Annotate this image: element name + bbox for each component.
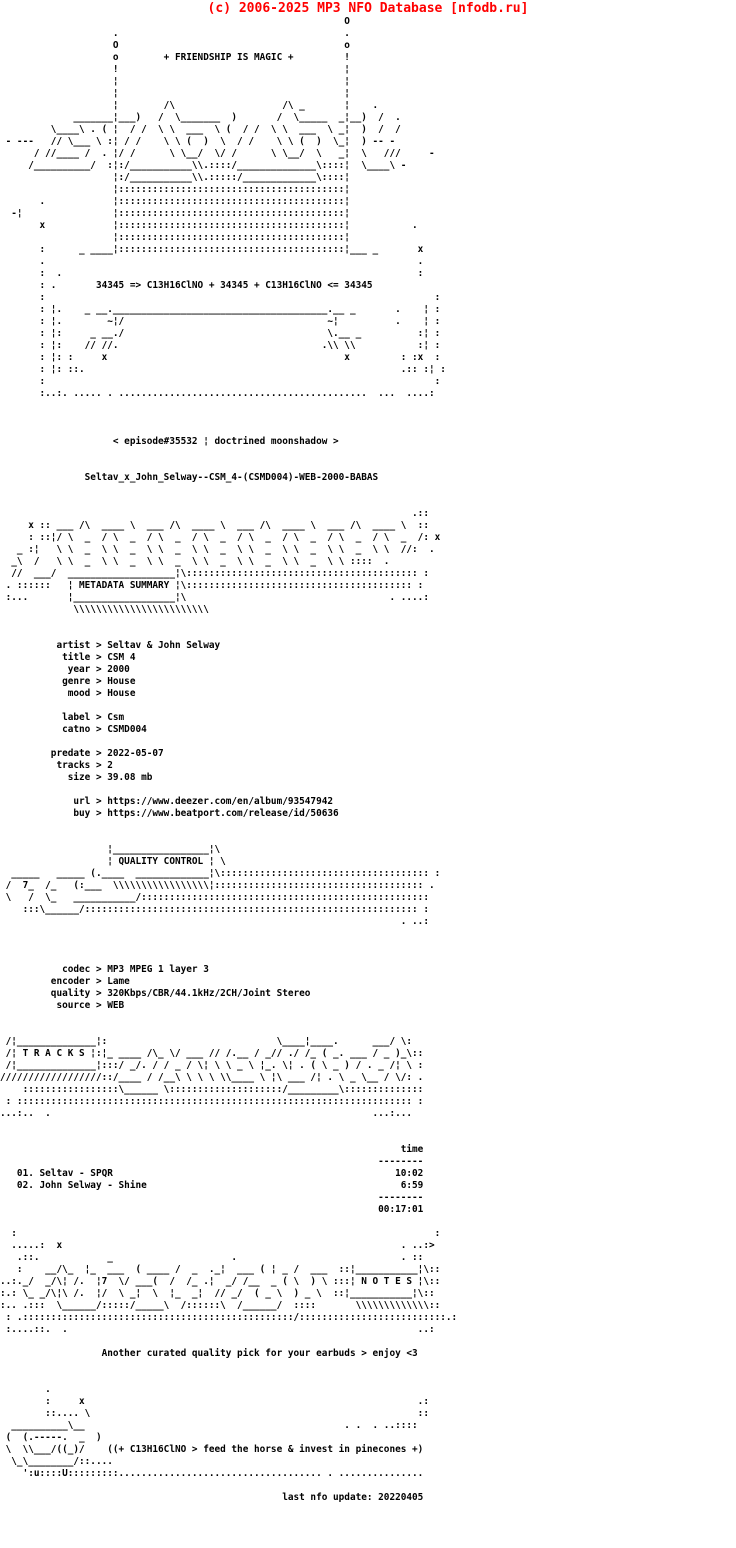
nfo-page: (c) 2006-2025 MP3 NFO Database [nfodb.ru… — [0, 1, 529, 1504]
site-copyright-link[interactable]: (c) 2006-2025 MP3 NFO Database [nfodb.ru… — [207, 1, 529, 16]
nfo-text: O . . O o o + FRIENDSHIP IS MAGIC + ! — [0, 16, 458, 1503]
